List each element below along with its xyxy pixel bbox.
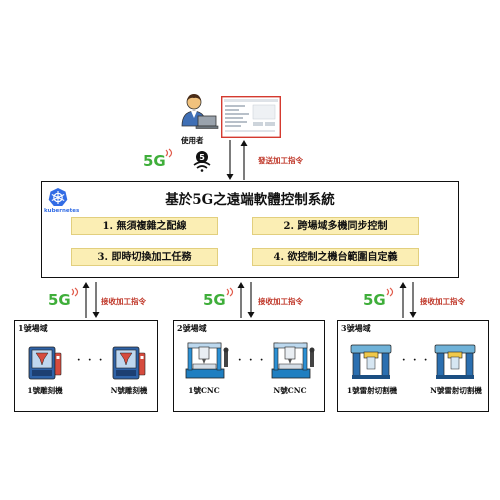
- zone-2-5g-label: 5G: [203, 291, 226, 309]
- system-title: 基於5G之遠端軟體控制系統: [165, 192, 335, 208]
- zone-3-box: 3號場域 · · · 1號雷射切割機 N號雷射切割機: [337, 320, 489, 412]
- top-5g-label: 5G: [143, 152, 166, 170]
- zone-2-machine-n-label: N號CNC: [273, 386, 307, 395]
- feature-2: 2. 跨場域多機同步控制: [252, 217, 419, 235]
- zone-1-arrows: [82, 282, 100, 318]
- software-screen-thumbnail: [221, 96, 281, 138]
- zone-3-receive-label: 接收加工指令: [420, 297, 465, 306]
- zone-3-arrows: [399, 282, 417, 318]
- zone-2-ellipsis: · · ·: [238, 355, 266, 366]
- zone-1-title: 1號場域: [18, 323, 48, 333]
- zone-2-box: 2號場域 · · · 1號CNC N號CNC: [173, 320, 325, 412]
- zone-3-5g-label: 5G: [363, 291, 386, 309]
- laser-cutter-icon: [350, 344, 392, 379]
- top-command-arrows: [226, 140, 248, 180]
- user-icon: [181, 94, 219, 129]
- engraving-machine-icon: [112, 346, 146, 380]
- zone-2-machine-1-label: 1號CNC: [188, 386, 220, 395]
- zone-3-machine-1-label: 1號雷射切割機: [346, 386, 398, 395]
- kubernetes-label: kubernetes: [44, 208, 80, 214]
- kubernetes-icon: [48, 188, 68, 206]
- zone-2-arrows: [237, 282, 255, 318]
- laser-cutter-icon: [434, 344, 476, 379]
- svg-text:5: 5: [199, 153, 205, 162]
- cnc-machine-icon: [271, 342, 315, 379]
- feature-1: 1. 無須複雜之配線: [71, 217, 218, 235]
- zone-1-ellipsis: · · ·: [77, 355, 105, 366]
- zone-2-title: 2號場域: [177, 323, 207, 333]
- remote-control-system-box: kubernetes 基於5G之遠端軟體控制系統 1. 無須複雜之配線 2. 跨…: [41, 181, 459, 278]
- zone-3-signal-icon: [386, 287, 394, 297]
- zone-3-title: 3號場域: [341, 323, 371, 333]
- zone-1-machine-n-label: N號雕刻機: [110, 386, 148, 395]
- engraving-machine-icon: [28, 346, 62, 380]
- feature-4: 4. 欲控制之機台範圍自定義: [252, 248, 419, 266]
- zone-2-receive-label: 接收加工指令: [258, 297, 303, 306]
- zone-1-5g-label: 5G: [48, 291, 71, 309]
- zone-1-receive-label: 接收加工指令: [101, 297, 146, 306]
- user-label: 使用者: [181, 136, 204, 145]
- zone-3-machine-n-label: N號雷射切割機: [430, 386, 482, 395]
- signal-waves-icon: [165, 148, 173, 158]
- send-command-label: 發送加工指令: [258, 156, 303, 165]
- zone-1-signal-icon: [71, 287, 79, 297]
- zone-3-ellipsis: · · ·: [402, 355, 430, 366]
- zone-2-signal-icon: [226, 287, 234, 297]
- wireless-network-icon: 5: [193, 151, 211, 172]
- zone-1-box: 1號場域 · · · 1號雕刻機 N號雕刻機: [14, 320, 158, 412]
- cnc-machine-icon: [185, 342, 229, 379]
- feature-3: 3. 即時切換加工任務: [71, 248, 218, 266]
- zone-1-machine-1-label: 1號雕刻機: [27, 386, 63, 395]
